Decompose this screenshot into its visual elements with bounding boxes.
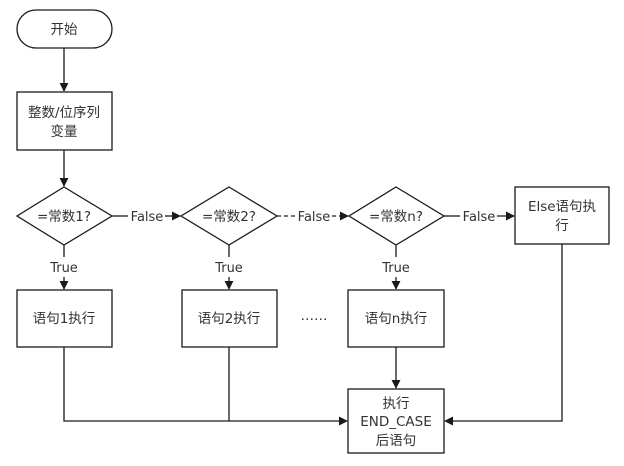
node-end-line-3: 后语句 [376, 433, 417, 449]
process-shape [347, 388, 445, 454]
node-cond2-label: =常数2? [202, 209, 256, 225]
edge-label-false-3: False [463, 210, 496, 225]
node-stmt1-label: 语句1执行 [33, 311, 96, 327]
process-shape [16, 91, 113, 151]
node-start: 开始 [16, 9, 113, 49]
node-stmtn: 语句n执行 [347, 289, 445, 348]
node-else: Else语句执 行 [514, 186, 610, 245]
process-shape [16, 289, 113, 348]
node-end-line-2: END_CASE [360, 414, 432, 430]
process-shape [181, 289, 278, 348]
node-stmt2: 语句2执行 [181, 289, 278, 348]
process-shape [347, 289, 445, 348]
process-shape [514, 186, 610, 245]
node-else-line-1: Else语句执 [528, 199, 596, 215]
node-cond2: =常数2? [179, 186, 279, 246]
terminal-shape [16, 9, 113, 49]
node-stmtn-label: 语句n执行 [365, 311, 428, 327]
edge-stmt1-to-bus [63, 347, 229, 422]
edge-label-false-1: False [131, 210, 164, 225]
node-condn-label: =常数n? [369, 209, 423, 225]
node-input-line-1: 整数/位序列 [28, 105, 100, 121]
node-else-line-2: 行 [555, 218, 569, 234]
edge-label-true-3: True [381, 261, 410, 276]
node-cond1: =常数1? [15, 186, 114, 246]
node-stmt2-label: 语句2执行 [198, 311, 261, 327]
decision-shape [15, 186, 114, 246]
node-stmt1: 语句1执行 [16, 289, 113, 348]
edge-label-true-2: True [214, 261, 243, 276]
node-condn: =常数n? [347, 186, 446, 246]
ellipsis: …… [301, 308, 328, 324]
node-end: 执行 END_CASE 后语句 [347, 388, 445, 454]
decision-shape [179, 186, 279, 246]
node-cond1-label: =常数1? [37, 209, 91, 225]
node-end-line-1: 执行 [383, 396, 410, 412]
edge-label-false-2: False [298, 210, 331, 225]
edge-label-true-1: True [49, 261, 78, 276]
edge-else-to-end [444, 244, 563, 426]
decision-shape [347, 186, 446, 246]
node-start-label: 开始 [51, 22, 78, 38]
node-input-line-2: 变量 [51, 124, 78, 140]
node-input: 整数/位序列 变量 [16, 91, 113, 151]
